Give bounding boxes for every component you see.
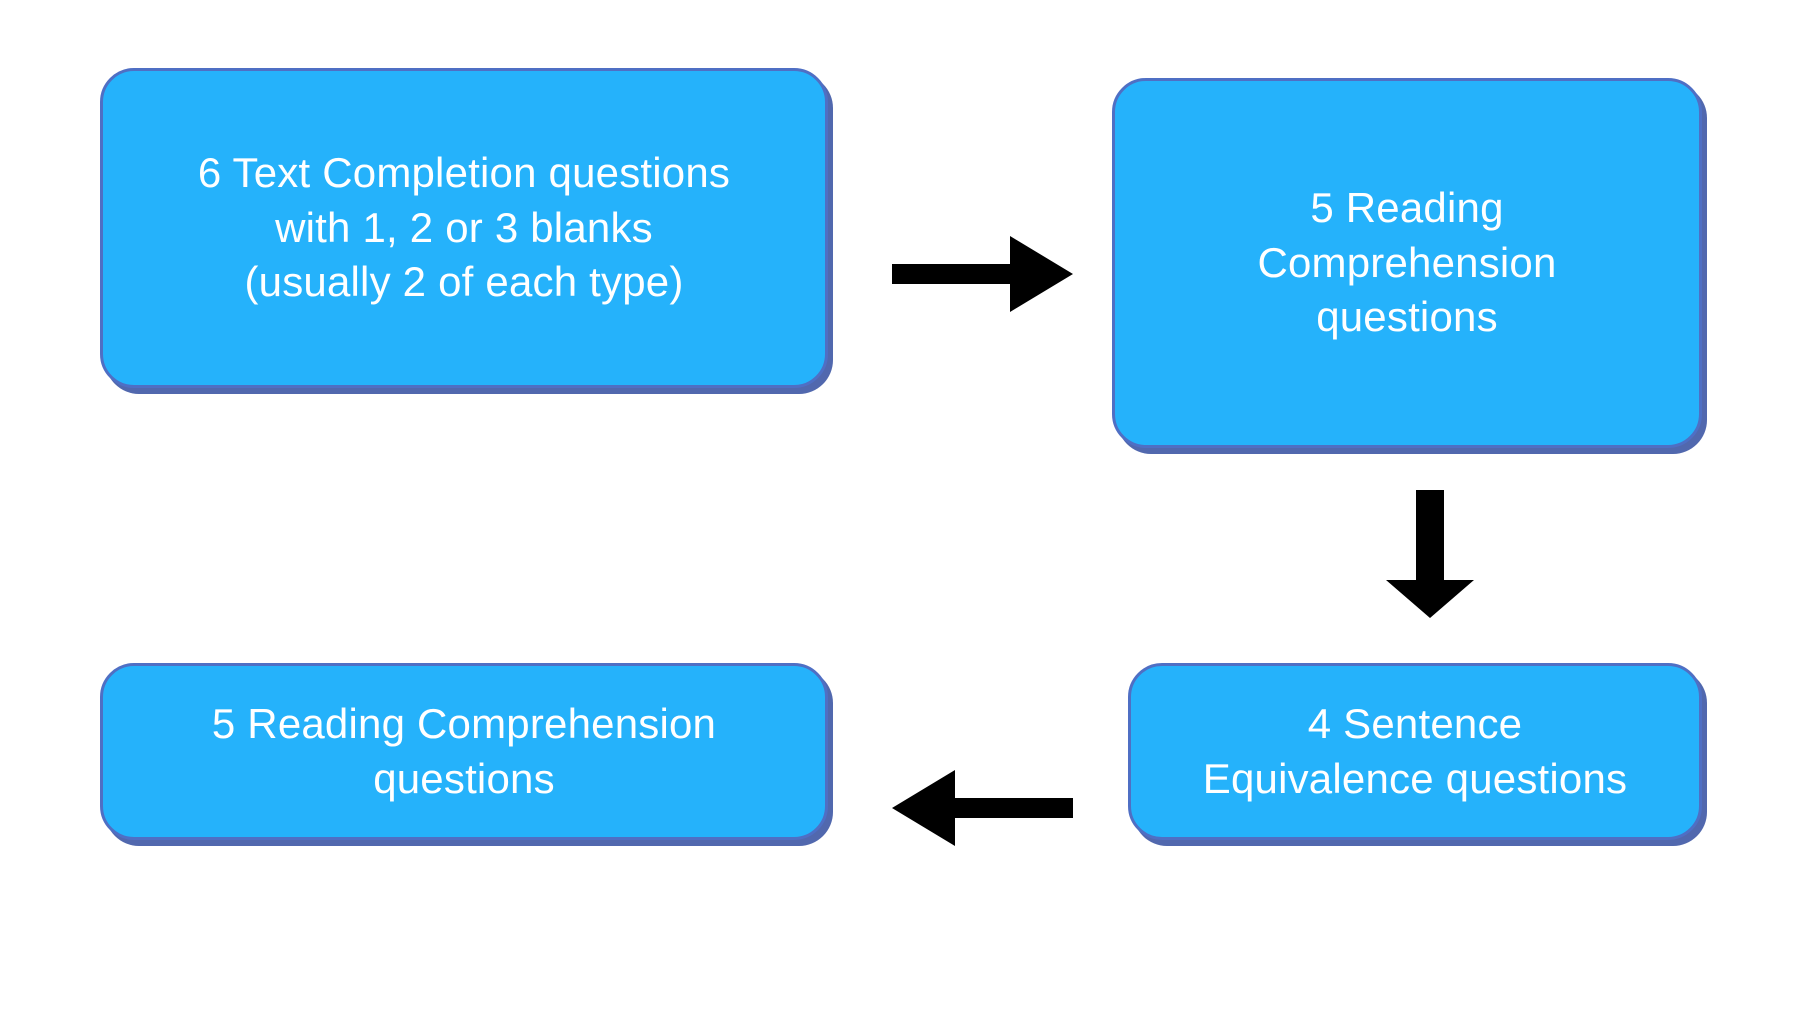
- node-sentence-equivalence[interactable]: 4 Sentence Equivalence questions: [1128, 663, 1702, 840]
- arrow-left-icon: [890, 762, 1075, 854]
- node-text-completion-label: 6 Text Completion questions with 1, 2 or…: [197, 149, 731, 306]
- node-text-completion[interactable]: 6 Text Completion questions with 1, 2 or…: [100, 68, 828, 388]
- arrow-down-icon: [1382, 488, 1478, 620]
- node-reading-comprehension-2-label: 5 Reading Comprehension questions: [211, 699, 717, 802]
- node-sentence-equivalence-label: 4 Sentence Equivalence questions: [1202, 699, 1628, 802]
- arrow-right-icon: [890, 228, 1075, 320]
- node-reading-comprehension-1[interactable]: 5 Reading Comprehension questions: [1112, 78, 1702, 448]
- node-reading-comprehension-2[interactable]: 5 Reading Comprehension questions: [100, 663, 828, 840]
- node-reading-comprehension-1-label: 5 Reading Comprehension questions: [1257, 184, 1557, 341]
